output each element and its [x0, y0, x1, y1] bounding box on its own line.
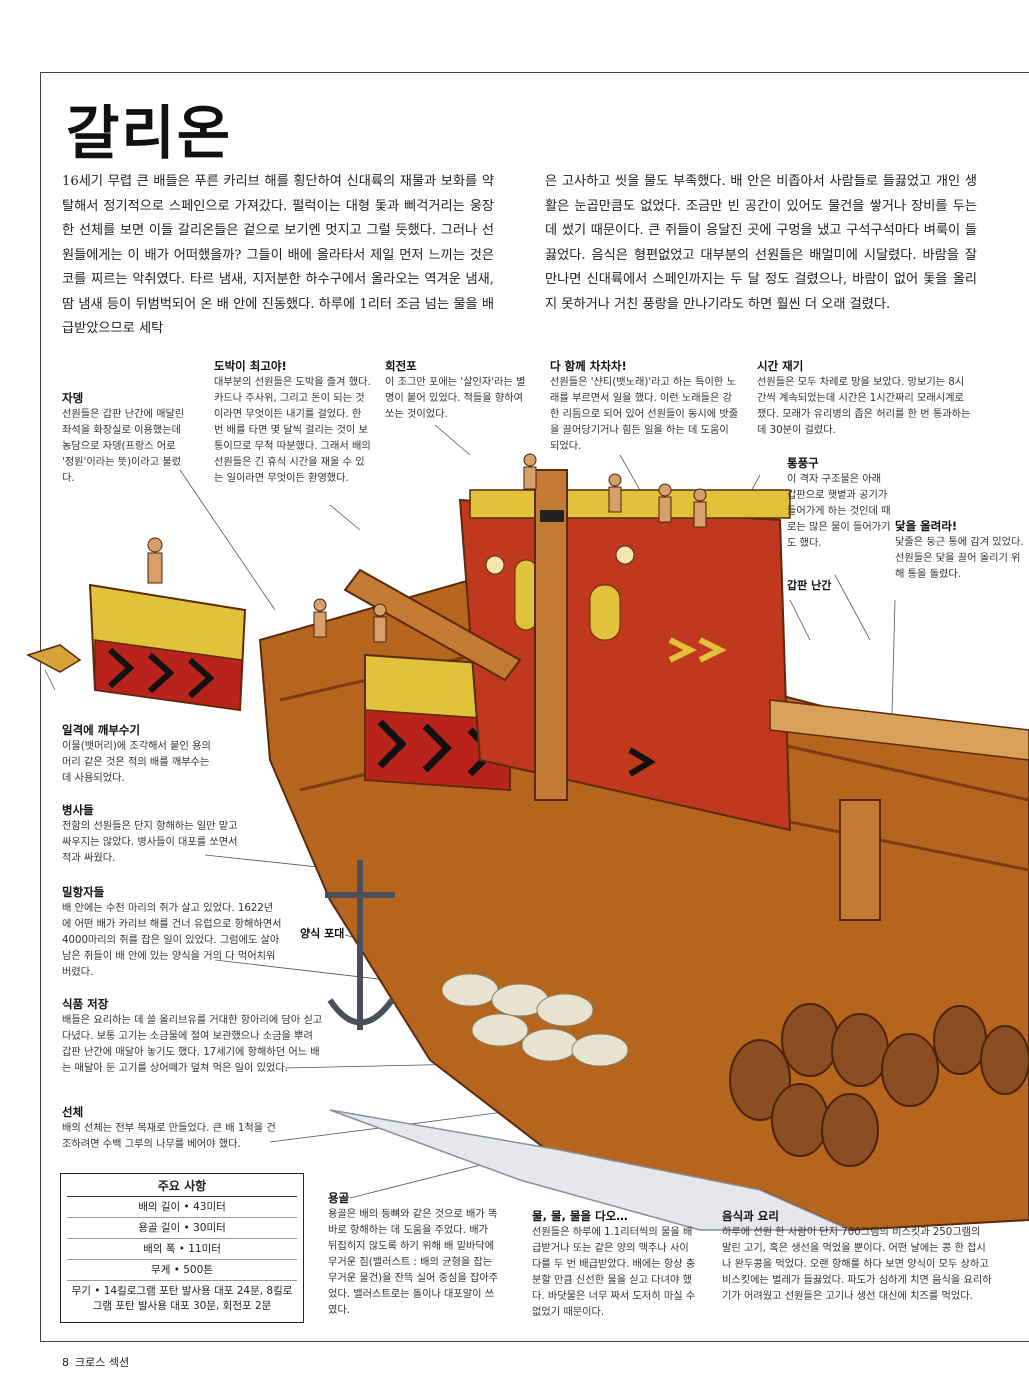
annotation-swivel-title: 회전포 [385, 359, 417, 373]
annotation-keel-title: 용골 [328, 1191, 350, 1205]
crew-figures [147, 453, 707, 643]
annotation-food-title: 식품 저장 [62, 997, 109, 1011]
annotation-chant-title: 다 함께 차차차! [550, 359, 627, 373]
annotation-jadeng: 자뎅 선원들은 갑판 난간에 매달린 좌석을 화장실로 이용했는데 농담으로 자… [62, 390, 187, 487]
key-facts-heading: 주요 사항 [67, 1174, 297, 1197]
annotation-gamble-text: 대부분의 선원들은 도박을 즐겨 했다. 카드나 주사위, 그리고 돈이 되는 … [214, 377, 371, 484]
annotation-hull-title: 선체 [62, 1105, 84, 1119]
annotation-vent: 통풍구 이 격자 구조물은 아래 갑판으로 햇볕과 공기가 들어가게 하는 것인… [787, 455, 892, 552]
annotation-food: 식품 저장 배들은 요리하는 데 쓸 올리브유를 거대한 항아리에 담아 싣고 … [62, 996, 324, 1077]
bowsprit [343, 568, 522, 682]
key-facts-row: 무게 • 500톤 [67, 1260, 297, 1281]
annotation-time-text: 선원들은 모두 차례로 망을 보았다. 망보기는 8시간씩 계속되었는데 시간은… [757, 377, 971, 436]
key-facts-row: 무기 • 14킬로그램 포탄 발사용 대포 24문, 8킬로그램 포탄 발사용 … [71, 1285, 293, 1312]
annotation-chant-text: 선원들은 '샨티(뱃노래)'라고 하는 특이한 노래를 부르면서 일을 했다. … [550, 377, 739, 452]
annotation-vent-text: 이 격자 구조물은 아래 갑판으로 햇볕과 공기가 들어가게 하는 것인데 때로… [787, 474, 891, 549]
annotation-anchor-text: 닻줄은 둥근 통에 감겨 있었다. 선원들은 닻을 끌어 올리기 위해 통을 돌… [895, 537, 1024, 580]
dragon-head-ram [26, 644, 82, 673]
annotation-stowaways: 밀항자들 배 안에는 수천 마리의 쥐가 살고 있었다. 1622년에 어떤 배… [62, 884, 282, 981]
annotation-ram: 일격에 깨부수기 이물(뱃머리)에 조각해서 붙인 용의 머리 같은 것은 적의… [62, 722, 212, 787]
capstan [839, 799, 881, 921]
key-facts-row: 배의 폭 • 11미터 [67, 1239, 297, 1260]
annotation-stowaways-title: 밀항자들 [62, 885, 105, 899]
annotation-water: 물, 물, 물을 다오… 선원들은 하루에 1.1리터씩의 물을 배급받거나 또… [532, 1208, 697, 1321]
page-title: 갈리온 [66, 99, 233, 167]
page-footer: 8 크로스 섹션 [62, 1354, 129, 1370]
annotation-jadeng-title: 자뎅 [62, 391, 84, 405]
annotation-stowaways-text: 배 안에는 수천 마리의 쥐가 살고 있었다. 1622년에 어떤 배가 카리브… [62, 903, 282, 978]
key-facts-row: 용골 길이 • 30미터 [67, 1218, 297, 1239]
annotation-soldiers-text: 전함의 선원들은 단지 항해하는 일만 맡고 싸우지는 않았다. 병사들이 대포… [62, 821, 238, 864]
annotation-time: 시간 재기 선원들은 모두 차례로 망을 보았다. 망보기는 8시간씩 계속되었… [757, 358, 972, 439]
annotation-soldiers: 병사들 전함의 선원들은 단지 항해하는 일만 맡고 싸우지는 않았다. 병사들… [62, 802, 242, 867]
intro-column-2: 은 고사하고 씻을 물도 부족했다. 배 안은 비좁아서 사람들로 들끓었고 개… [545, 174, 977, 312]
food-sacks [441, 973, 629, 1067]
annotation-water-title: 물, 물, 물을 다오… [532, 1209, 628, 1223]
annotation-ram-text: 이물(뱃머리)에 조각해서 붙인 용의 머리 같은 것은 적의 배를 깨부수는 … [62, 741, 211, 784]
main-deck [769, 699, 1029, 761]
annotation-cooking-title: 음식과 요리 [722, 1209, 779, 1223]
main-mast [534, 469, 568, 801]
bow-panel [88, 583, 247, 712]
section-name: 크로스 섹션 [75, 1356, 130, 1369]
page-frame [40, 72, 1029, 1342]
intro-column-1: 16세기 무렵 큰 배들은 푸른 카리브 해를 횡단하여 신대륙의 재물과 보화… [62, 174, 494, 336]
annotation-anchor: 닻을 올려라! 닻줄은 둥근 통에 감겨 있었다. 선원들은 닻을 끌어 올리기… [895, 518, 1027, 583]
annotation-time-title: 시간 재기 [757, 359, 804, 373]
annotation-keel-text: 용골은 배의 등뼈와 같은 것으로 배가 똑바로 항해하는 데 도움을 주었다.… [328, 1209, 499, 1316]
anchor-icon [325, 860, 395, 1030]
annotation-anchor-title: 닻을 올려라! [895, 519, 958, 533]
key-facts-box: 주요 사항 배의 길이 • 43미터 용골 길이 • 30미터 배의 폭 • 1… [60, 1173, 304, 1323]
annotation-soldiers-title: 병사들 [62, 803, 94, 817]
annotation-gamble-title: 도박이 최고야! [214, 359, 287, 373]
annotation-cooking: 음식과 요리 하루에 선원 한 사람이 단지 700그램의 비스킷과 250그램… [722, 1208, 992, 1305]
annotation-jadeng-text: 선원들은 갑판 난간에 매달린 좌석을 화장실로 이용했는데 농담으로 자뎅(프… [62, 409, 185, 484]
page-number: 8 [62, 1356, 69, 1369]
annotation-gamble: 도박이 최고야! 대부분의 선원들은 도박을 즐겨 했다. 카드나 주사위, 그… [214, 358, 374, 487]
label-rail: 갑판 난간 [787, 579, 832, 592]
annotation-swivel: 회전포 이 조그만 포에는 '살인자'라는 별명이 붙어 있었다. 적들을 향하… [385, 358, 530, 423]
annotation-water-text: 선원들은 하루에 1.1리터씩의 물을 배급받거나 또는 같은 양의 맥주나 사… [532, 1227, 696, 1318]
annotation-hull-text: 배의 선체는 전부 목재로 만들었다. 큰 배 1척을 건조하려면 수백 그루의… [62, 1123, 276, 1150]
annotation-keel: 용골 용골은 배의 등뼈와 같은 것으로 배가 똑바로 항해하는 데 도움을 주… [328, 1190, 500, 1319]
key-facts-row: 배의 길이 • 43미터 [67, 1197, 297, 1218]
annotation-ram-title: 일격에 깨부수기 [62, 723, 141, 737]
water-barrels [729, 1003, 1029, 1167]
annotation-cooking-text: 하루에 선원 한 사람이 단지 700그램의 비스킷과 250그램의 말린 고기… [722, 1227, 992, 1302]
label-sack: 양식 포대 [300, 927, 345, 940]
annotation-swivel-text: 이 조그만 포에는 '살인자'라는 별명이 붙어 있었다. 적들을 향하여 쏘는… [385, 377, 526, 420]
annotation-food-text: 배들은 요리하는 데 쓸 올리브유를 거대한 항아리에 담아 싣고 다녔다. 보… [62, 1015, 323, 1074]
annotation-hull: 선체 배의 선체는 전부 목재로 만들었다. 큰 배 1척을 건조하려면 수백 … [62, 1104, 282, 1153]
keel [329, 1109, 851, 1231]
annotation-chant: 다 함께 차차차! 선원들은 '샨티(뱃노래)'라고 하는 특이한 노래를 부르… [550, 358, 740, 455]
annotation-vent-title: 통풍구 [787, 456, 819, 470]
